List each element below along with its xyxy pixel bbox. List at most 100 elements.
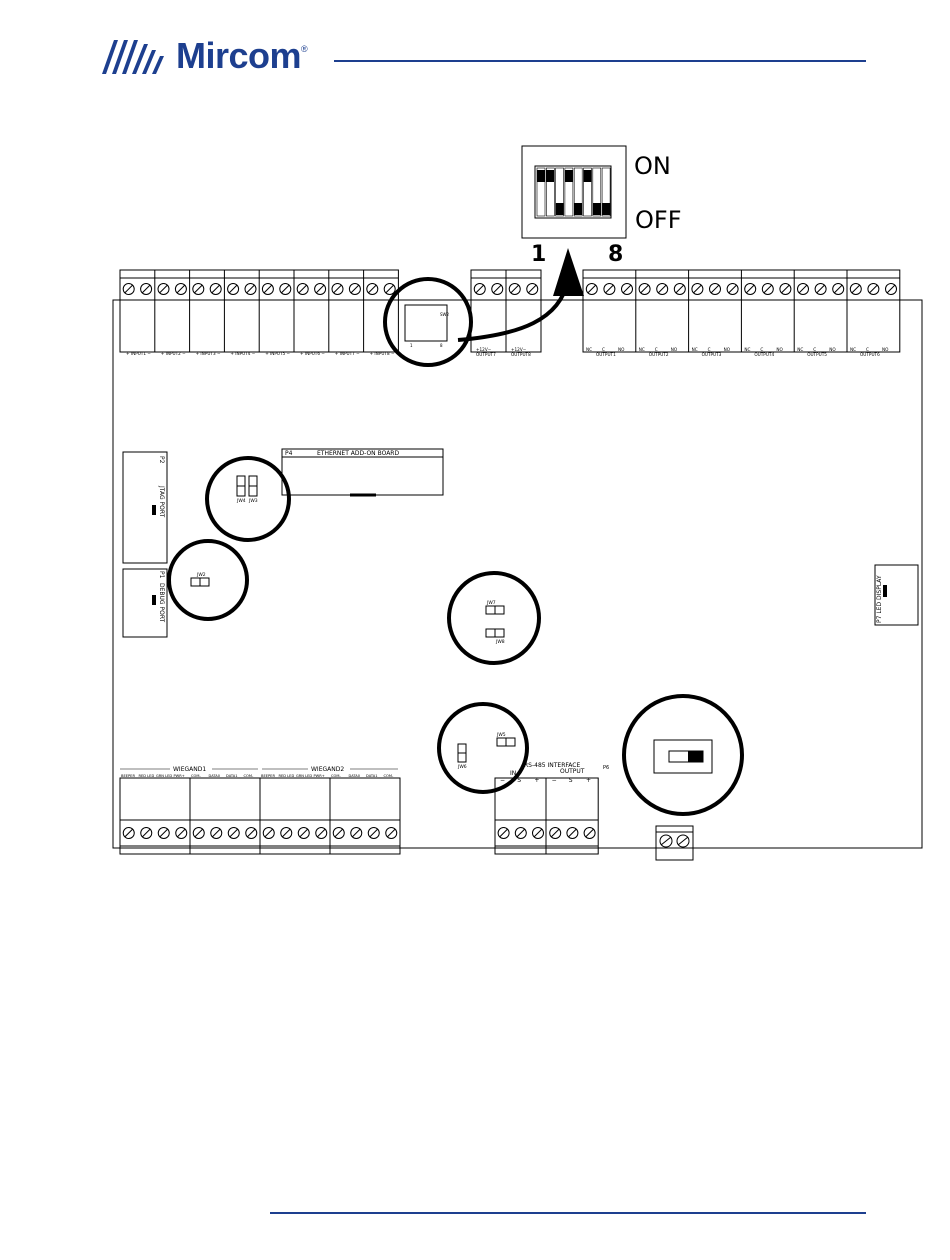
terminal-screw: [691, 283, 704, 295]
relay-term-label: NO: [829, 347, 836, 352]
relay-output-label: OUTPUT3: [702, 352, 722, 357]
wiegand-term-label: PWR+: [314, 774, 325, 778]
terminal-screw: [366, 283, 379, 295]
terminal-screw: [261, 283, 274, 295]
terminal-screw: [491, 283, 504, 295]
terminal-screw: [867, 283, 880, 295]
aux-output-label: OUTPUT7: [476, 352, 496, 357]
relay-term-label: C: [760, 347, 763, 352]
terminal-screw: [832, 283, 845, 295]
aux-output-polarity: +12V−: [476, 347, 492, 352]
terminal-screw: [315, 827, 328, 839]
terminal-screw: [244, 283, 257, 295]
wiegand2-label: WIEGAND2: [311, 766, 344, 773]
rs485-term-label: −: [500, 777, 505, 784]
header-rule: [334, 60, 866, 62]
sw2-label: SW2: [440, 312, 449, 317]
top-terminal-strips: + INPUT1 −+ INPUT2 −+ INPUT3 −+ INPUT4 −…: [119, 269, 901, 357]
relay-term-label: C: [655, 347, 658, 352]
dip-knob: [583, 170, 592, 182]
wiegand-term-label: GRN LED: [296, 774, 312, 778]
terminal-screw: [514, 827, 527, 839]
jtag-label: JTAG PORT: [158, 485, 165, 518]
terminal-screw: [726, 283, 739, 295]
dip-switch-zoom: [534, 165, 612, 219]
rs485-term-label: +: [534, 777, 539, 784]
terminal-screw: [157, 827, 170, 839]
terminal-screw: [383, 283, 396, 295]
jw8-label: JW8: [495, 639, 505, 645]
terminal-screw: [566, 827, 579, 839]
terminal-screw: [621, 283, 633, 295]
board-outline: [112, 299, 923, 849]
sw2-box: [404, 304, 448, 342]
terminal-screw: [585, 283, 598, 295]
jtag-port: [122, 451, 168, 564]
dip-slot: [536, 167, 546, 217]
jw6-label: JW6: [457, 764, 467, 770]
wiegand-term-label: COM-: [191, 774, 201, 778]
footer-rule: [270, 1212, 866, 1214]
terminal-screw: [314, 283, 327, 295]
relay-term-label: NC: [744, 347, 750, 352]
mircom-logo-mark: [102, 40, 164, 74]
dip-knob: [546, 170, 555, 182]
dip-knob: [564, 170, 573, 182]
wiegand-term-label: COM-: [384, 774, 394, 778]
relay-term-label: NO: [618, 347, 625, 352]
p1-label: P1: [158, 571, 165, 579]
relay-term-label: NC: [639, 347, 645, 352]
relay-term-label: NO: [671, 347, 678, 352]
rs485-term-label: +: [586, 777, 591, 784]
input-label: + INPUT2 −: [161, 351, 186, 356]
relay-term-label: NC: [586, 347, 592, 352]
terminal-screw: [296, 283, 309, 295]
terminal-screw: [583, 827, 596, 839]
brand-name: Mircom: [176, 35, 302, 76]
terminal-screw: [348, 283, 361, 295]
input-label: + INPUT3 −: [196, 351, 221, 356]
terminal-screw: [673, 283, 686, 295]
ethernet-label: ETHERNET ADD-ON BOARD: [317, 450, 399, 457]
jw5-jw6-highlight-circle: [437, 702, 529, 794]
power-terminal: [655, 825, 694, 861]
terminal-screw: [122, 283, 135, 295]
input-label: + INPUT7 −: [335, 351, 360, 356]
relay-term-label: NC: [692, 347, 698, 352]
terminal-screw: [603, 283, 616, 295]
dip-slot: [583, 167, 592, 217]
jw5-label: JW5: [496, 732, 506, 738]
terminal-screw: [549, 827, 562, 839]
sw2-label-8: 8: [440, 343, 443, 348]
relay-term-label: NC: [797, 347, 803, 352]
terminal-screw: [849, 283, 862, 295]
dip-knob: [602, 203, 611, 215]
sw2-highlight-circle: [383, 277, 473, 367]
terminal-screw: [192, 827, 205, 839]
dip-knob: [592, 203, 601, 215]
terminal-screw: [331, 283, 344, 295]
relay-term-label: C: [602, 347, 605, 352]
wiegand-term-label: GRN LED: [156, 774, 172, 778]
dip-on-label: ON: [634, 152, 671, 180]
relay-term-label: C: [866, 347, 869, 352]
debug-port: [122, 568, 168, 638]
wiegand-term-label: BEEPER: [261, 774, 275, 778]
jw2-highlight-circle: [167, 539, 249, 621]
debug-label: DEBUG PORT: [158, 583, 165, 623]
rs485-term-label: S: [569, 777, 573, 784]
wiegand-term-label: DATA0: [209, 774, 221, 778]
dip-knob: [574, 203, 583, 215]
terminal-screw: [175, 827, 188, 839]
terminal-screw: [744, 283, 757, 295]
input-label: + INPUT6 −: [300, 351, 325, 356]
terminal-screw: [174, 283, 187, 295]
terminal-screw: [227, 827, 240, 839]
jw4-label: JW4: [236, 498, 246, 504]
terminal-screw: [210, 827, 223, 839]
relay-term-label: NO: [882, 347, 889, 352]
terminal-screw: [532, 827, 544, 839]
terminal-screw: [157, 283, 170, 295]
relay-output-label: OUTPUT5: [807, 352, 827, 357]
